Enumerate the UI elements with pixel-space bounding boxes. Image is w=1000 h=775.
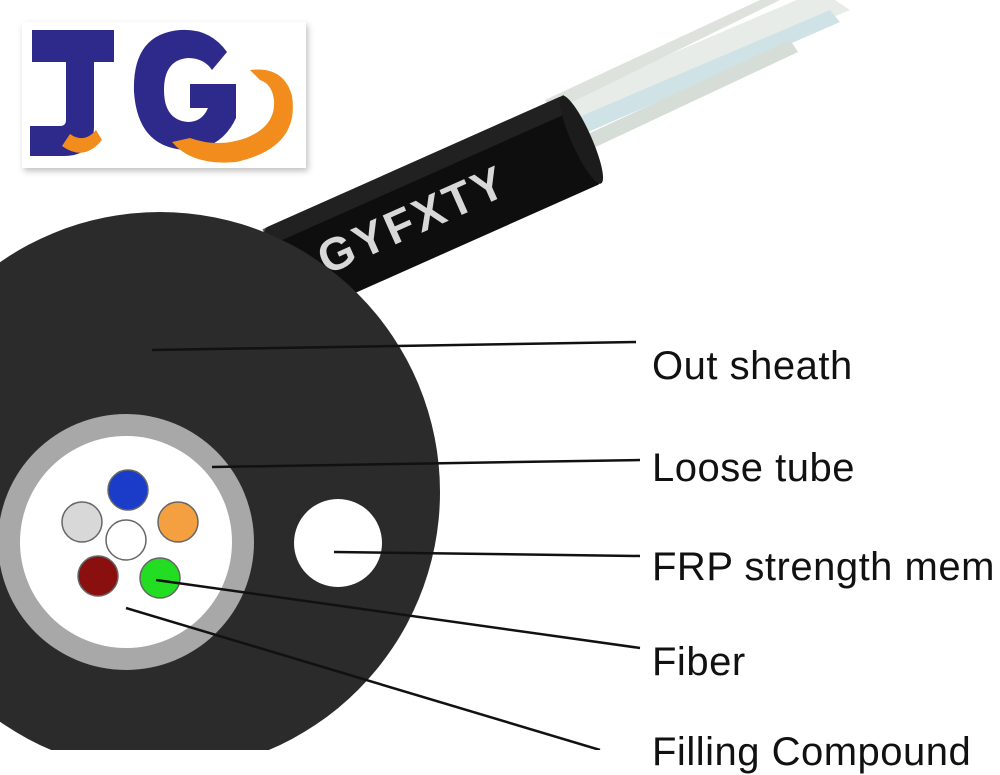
jg-logo-icon: JG (30, 29, 293, 163)
frp-strength-member (294, 499, 382, 587)
fiber-orange (157, 501, 199, 543)
fiber-white (105, 519, 147, 561)
fiber-green (139, 557, 181, 599)
label-fiber: Fiber (652, 640, 746, 684)
exposed-fibers (540, 0, 850, 152)
leader-fiber (155, 578, 641, 650)
fiber-gray (61, 501, 103, 543)
company-logo: JG (22, 22, 306, 168)
leader-loose-tube (211, 458, 641, 469)
cable-cross-section-diagram: GYFXTY (0, 0, 850, 750)
label-frp-strength-member: FRP strength mem (652, 545, 995, 589)
cross-section (0, 212, 440, 750)
label-out-sheath: Out sheath (652, 344, 853, 388)
label-loose-tube: Loose tube (652, 446, 855, 490)
leader-out-sheath (151, 340, 637, 352)
fiber-red (77, 555, 119, 597)
leader-frp (333, 550, 641, 558)
label-filling-compound: Filling Compound (652, 730, 972, 774)
fiber-blue (107, 469, 149, 511)
leader-filling (125, 606, 601, 750)
leader-lines (125, 340, 641, 750)
